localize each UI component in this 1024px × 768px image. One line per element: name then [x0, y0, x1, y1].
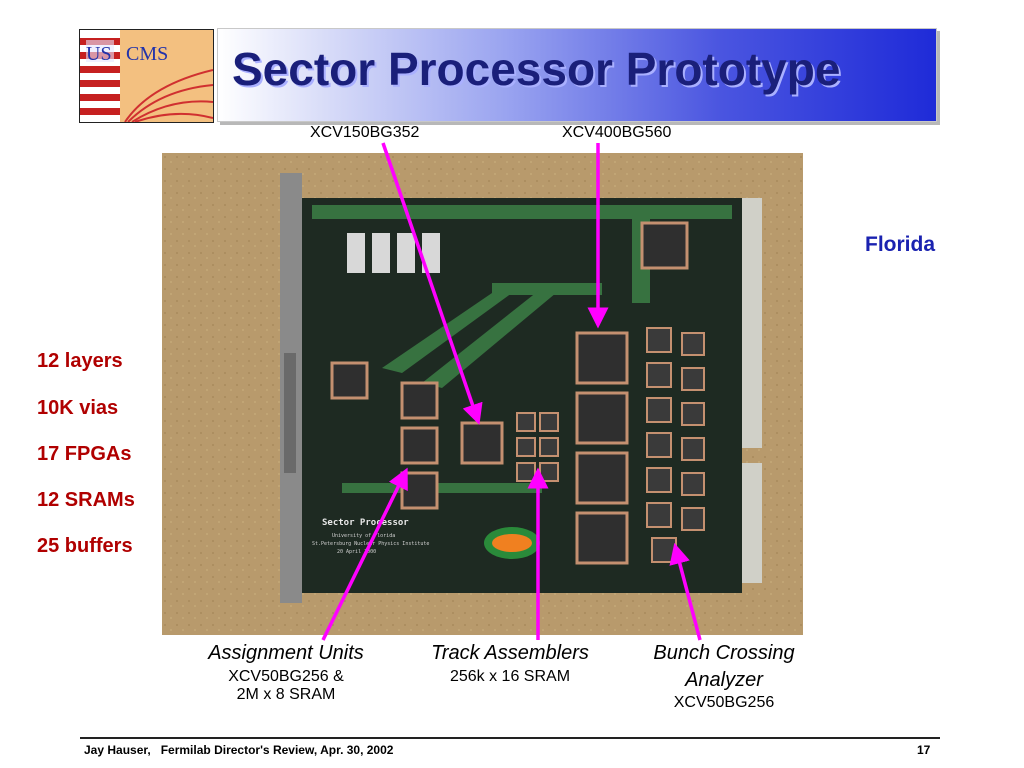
caption-assignment-title: Assignment Units	[208, 642, 364, 664]
svg-text:CMS: CMS	[126, 43, 168, 65]
svg-text:University of Florida: University of Florida	[332, 533, 395, 539]
caption-track-title: Track Assemblers	[431, 642, 589, 664]
caption-assignment-line2: 2M x 8 SRAM	[236, 686, 336, 703]
chip-label-xcv150: XCV150BG352	[310, 124, 420, 141]
svg-text:Sector Processor: Sector Processor	[322, 518, 409, 528]
board-illustration: Sector Processor University of Florida S…	[162, 153, 803, 635]
stat-layers: 12 layers	[37, 350, 123, 372]
caption-bunch-line1: XCV50BG256	[673, 694, 775, 711]
caption-bunch-title2: Analyzer	[685, 669, 763, 691]
chip-label-xcv400: XCV400BG560	[562, 124, 672, 141]
caption-bunch-title1: Bunch Crossing	[653, 642, 795, 664]
stat-srams: 12 SRAMs	[37, 489, 135, 511]
svg-text:20 April 2000: 20 April 2000	[337, 549, 376, 555]
us-cms-logo: US CMS	[79, 29, 214, 123]
slide-title: Sector Processor Prototype	[232, 43, 841, 95]
caption-bunch: Bunch Crossing Analyzer XCV50BG256	[626, 642, 822, 712]
stat-buffers: 25 buffers	[37, 535, 133, 557]
footer-divider	[80, 737, 940, 739]
florida-label: Florida	[865, 233, 936, 256]
svg-text:US: US	[86, 43, 112, 65]
stat-fpgas: 17 FPGAs	[37, 443, 132, 465]
caption-assignment: Assignment Units XCV50BG256 & 2M x 8 SRA…	[186, 642, 386, 704]
footer-text: Jay Hauser, Fermilab Director's Review, …	[84, 743, 394, 757]
title-banner	[217, 28, 937, 122]
logo-graphic: US CMS	[80, 30, 213, 122]
caption-assignment-line1: XCV50BG256 &	[228, 668, 344, 685]
caption-track-line1: 256k x 16 SRAM	[449, 668, 571, 685]
svg-text:St.Petersburg Nuclear Physics: St.Petersburg Nuclear Physics Institute	[312, 541, 429, 547]
board-photo: Sector Processor University of Florida S…	[162, 153, 803, 635]
caption-track: Track Assemblers 256k x 16 SRAM	[405, 642, 615, 686]
stat-vias: 10K vias	[37, 397, 119, 419]
page-number: 17	[917, 743, 931, 757]
